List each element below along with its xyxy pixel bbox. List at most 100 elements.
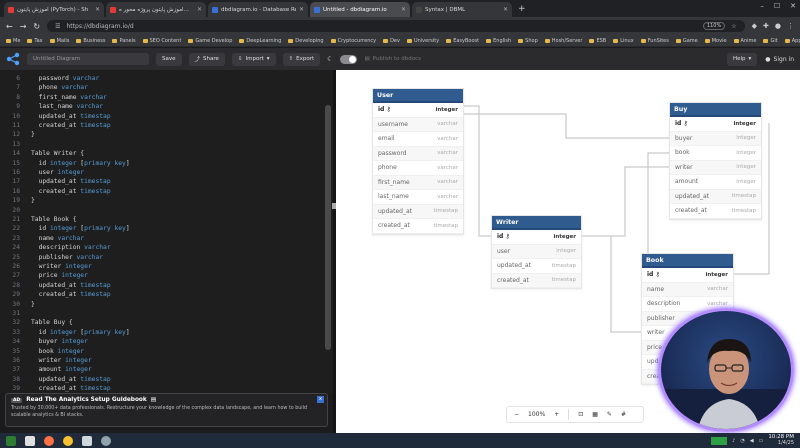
browser-tab[interactable]: Untitled - dbdiagram.io✕ xyxy=(310,2,410,17)
table-header[interactable]: Buy xyxy=(670,103,761,117)
bookmark-item[interactable]: Panels xyxy=(112,38,136,44)
grid-icon[interactable]: # xyxy=(620,411,626,418)
table-row[interactable]: id ⚷integer xyxy=(642,268,733,283)
site-info-icon[interactable]: ☰ xyxy=(55,22,61,30)
ad-title[interactable]: Read The Analytics Setup Guidebook xyxy=(26,397,147,403)
bookmark-item[interactable]: University xyxy=(406,38,439,44)
bookmark-item[interactable]: Linux xyxy=(613,38,634,44)
start-menu-icon[interactable] xyxy=(6,435,16,446)
editor-scrollbar[interactable] xyxy=(325,105,331,350)
battery-icon[interactable]: ▭ xyxy=(758,437,764,444)
zoom-out-button[interactable]: − xyxy=(514,411,520,418)
ad-banner[interactable]: AD Read The Analytics Setup Guidebook ▤ … xyxy=(5,393,328,427)
fit-view-icon[interactable]: ⊡ xyxy=(578,411,584,418)
bookmark-item[interactable]: Movie xyxy=(704,38,727,44)
extension-icon[interactable]: ◆ xyxy=(751,22,758,30)
bookmark-item[interactable]: DeepLearning xyxy=(239,38,281,44)
import-button[interactable]: ⇩Import▾ xyxy=(231,52,276,66)
tab-close-icon[interactable]: ✕ xyxy=(502,6,508,13)
network-icon[interactable]: ◔ xyxy=(740,437,745,444)
bookmark-item[interactable]: Git xyxy=(763,38,778,44)
back-icon[interactable]: ← xyxy=(6,21,13,31)
bookmark-item[interactable]: Game Develop xyxy=(188,38,232,44)
browser-tab[interactable]: آموزش پایتون (PyTorch) - Sh✕ xyxy=(4,2,104,17)
bookmark-item[interactable]: Hosh/Server xyxy=(544,38,582,44)
bookmark-star-icon[interactable]: ☆ xyxy=(731,22,737,30)
tab-close-icon[interactable]: ✕ xyxy=(196,6,202,13)
bookmark-item[interactable]: Me xyxy=(6,38,20,44)
bookmark-item[interactable]: Mails xyxy=(49,38,69,44)
save-button[interactable]: Save xyxy=(156,52,182,66)
dark-mode-toggle[interactable] xyxy=(340,54,358,64)
clock-app-icon[interactable] xyxy=(101,435,111,446)
publish-button[interactable]: ▤Publish to dbdocs xyxy=(364,56,421,62)
bookmark-item[interactable]: Apple xyxy=(784,38,800,44)
minimize-icon[interactable]: – xyxy=(760,2,764,10)
chrome-icon[interactable] xyxy=(63,435,73,446)
highlight-icon[interactable]: ✎ xyxy=(606,411,612,418)
bookmark-item[interactable]: Cryptocurrency xyxy=(330,38,376,44)
bookmark-item[interactable]: English xyxy=(486,38,511,44)
tab-close-icon[interactable]: ✕ xyxy=(94,6,100,13)
forward-icon[interactable]: → xyxy=(19,21,27,31)
bookmark-item[interactable]: Developing xyxy=(288,38,324,44)
table-row[interactable]: id ⚷integer xyxy=(373,103,463,118)
zoom-in-button[interactable]: + xyxy=(554,411,560,418)
share-button[interactable]: ⤴Share xyxy=(188,52,225,66)
close-window-icon[interactable]: ✕ xyxy=(790,2,796,10)
bell-icon[interactable]: ♪ xyxy=(732,437,736,444)
browser-tab[interactable]: آموزش پایتون پروژه محور ه...✕ xyxy=(106,2,206,17)
sign-in-link[interactable]: ●Sign in xyxy=(765,56,794,63)
diagram-title-input[interactable]: Untitled Diagram xyxy=(27,53,149,65)
volume-icon[interactable]: ◀ xyxy=(749,437,754,444)
app-icon[interactable] xyxy=(82,435,92,446)
bookmark-item[interactable]: EasyBoost xyxy=(446,38,479,44)
maximize-icon[interactable]: ☐ xyxy=(773,2,781,10)
auto-arrange-icon[interactable]: ▦ xyxy=(592,411,598,418)
browser-tab[interactable]: dbdiagram.io - Database Relat✕ xyxy=(208,2,308,17)
zoom-indicator[interactable]: 110% xyxy=(702,22,726,30)
export-button[interactable]: ⇧Export xyxy=(282,52,321,66)
bookmark-item[interactable]: Dev xyxy=(383,38,400,44)
table-header[interactable]: User xyxy=(373,89,463,103)
bookmark-item[interactable]: Business xyxy=(76,38,105,44)
tab-close-icon[interactable]: ✕ xyxy=(298,6,304,13)
bookmark-item[interactable]: FunSites xyxy=(640,38,669,44)
menu-icon[interactable]: ⋮ xyxy=(787,22,794,30)
bookmark-item[interactable]: Game xyxy=(675,38,698,44)
tab-close-icon[interactable]: ✕ xyxy=(400,6,406,13)
bookmark-item[interactable]: ESB xyxy=(589,38,606,44)
bookmark-item[interactable]: Shop xyxy=(518,38,538,44)
pane-splitter[interactable] xyxy=(332,70,337,448)
bookmark-item[interactable]: Tax xyxy=(27,38,43,44)
help-button[interactable]: Help▾ xyxy=(726,52,758,66)
bookmark-item[interactable]: Anime xyxy=(733,38,756,44)
table-row[interactable]: id ⚷integer xyxy=(670,117,761,132)
url-field[interactable]: ☰ https://dbdiagram.io/d 110% ☆ xyxy=(47,20,745,32)
new-tab-button[interactable]: + xyxy=(518,4,526,14)
puzzle-icon[interactable]: ✚ xyxy=(763,22,769,30)
table-header[interactable]: Writer xyxy=(492,216,581,230)
firefox-icon[interactable] xyxy=(44,435,54,446)
clock[interactable]: 10:28 PM 1/4/25 xyxy=(768,434,794,446)
